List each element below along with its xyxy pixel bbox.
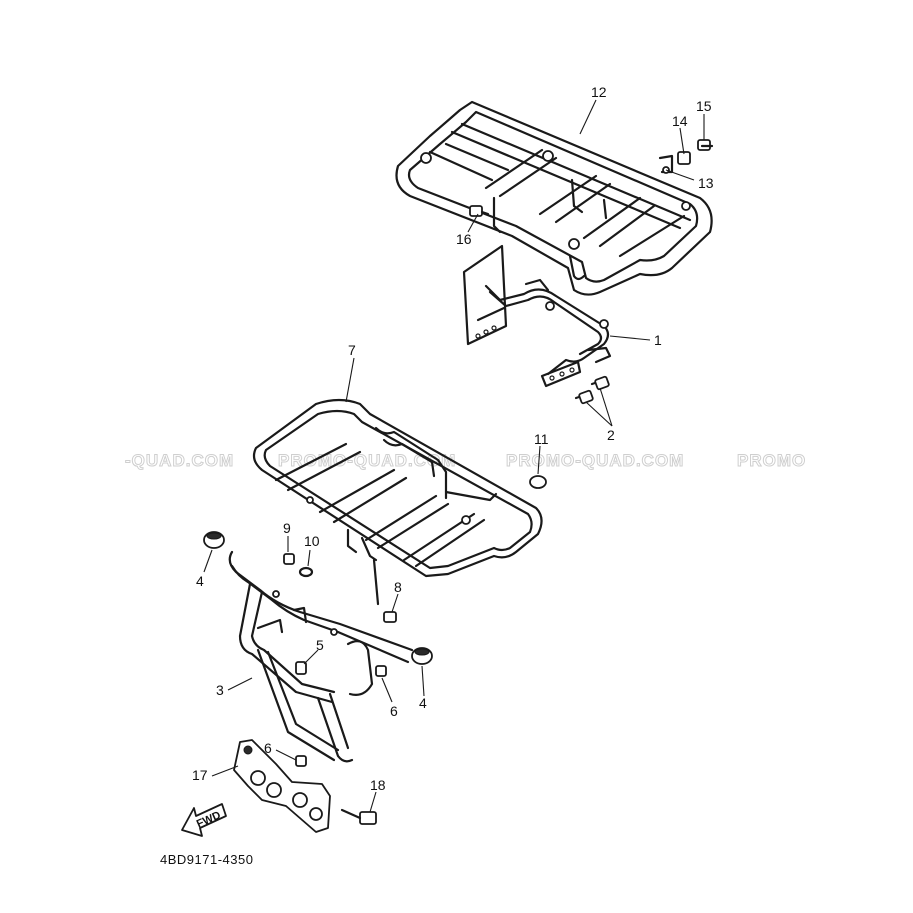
- callout-7: 7: [348, 342, 356, 358]
- callout-6-lower: 6: [264, 740, 272, 756]
- watermark-text-3: PROMO-QUAD.COM: [506, 451, 684, 470]
- callout-15: 15: [696, 98, 712, 114]
- rear-panel-plate: [462, 244, 508, 346]
- front-guard-3: [228, 550, 414, 763]
- watermark-text-4: PROMO: [737, 451, 806, 470]
- callout-14: 14: [672, 113, 688, 129]
- callout-3: 3: [216, 682, 224, 698]
- callout-4-left: 4: [196, 573, 204, 589]
- hardware-front: [203, 475, 547, 825]
- callout-11: 11: [534, 431, 549, 447]
- diagram-part-number: 4BD9171-4350: [160, 852, 253, 867]
- bolts-2: [574, 375, 610, 405]
- callout-9: 9: [283, 520, 291, 536]
- fwd-label: FWD: [195, 809, 223, 830]
- callout-10: 10: [304, 533, 320, 549]
- callout-18: 18: [370, 777, 386, 793]
- callout-17: 17: [192, 767, 208, 783]
- callout-8: 8: [394, 579, 402, 595]
- front-carrier-7: [252, 398, 543, 606]
- rear-carrier-12: [395, 100, 713, 296]
- watermark-text-1: -QUAD.COM: [125, 451, 234, 470]
- callouts: 12 14 15 13 16 1 2 7 11 4 9 10 8 3 5 6 4…: [192, 84, 714, 793]
- hardware-13-16: [469, 139, 714, 217]
- callout-2: 2: [607, 427, 615, 443]
- callout-5: 5: [316, 637, 324, 653]
- forward-direction-arrow: FWD: [181, 803, 227, 837]
- rear-bracket-1: [476, 278, 612, 388]
- skid-plate-17: [233, 739, 331, 833]
- callout-6-right: 6: [390, 703, 398, 719]
- callout-1: 1: [654, 332, 662, 348]
- leader-lines: [203, 99, 705, 813]
- callout-16: 16: [456, 231, 472, 247]
- callout-13: 13: [698, 175, 714, 191]
- callout-4-right: 4: [419, 695, 427, 711]
- callout-12: 12: [591, 84, 607, 100]
